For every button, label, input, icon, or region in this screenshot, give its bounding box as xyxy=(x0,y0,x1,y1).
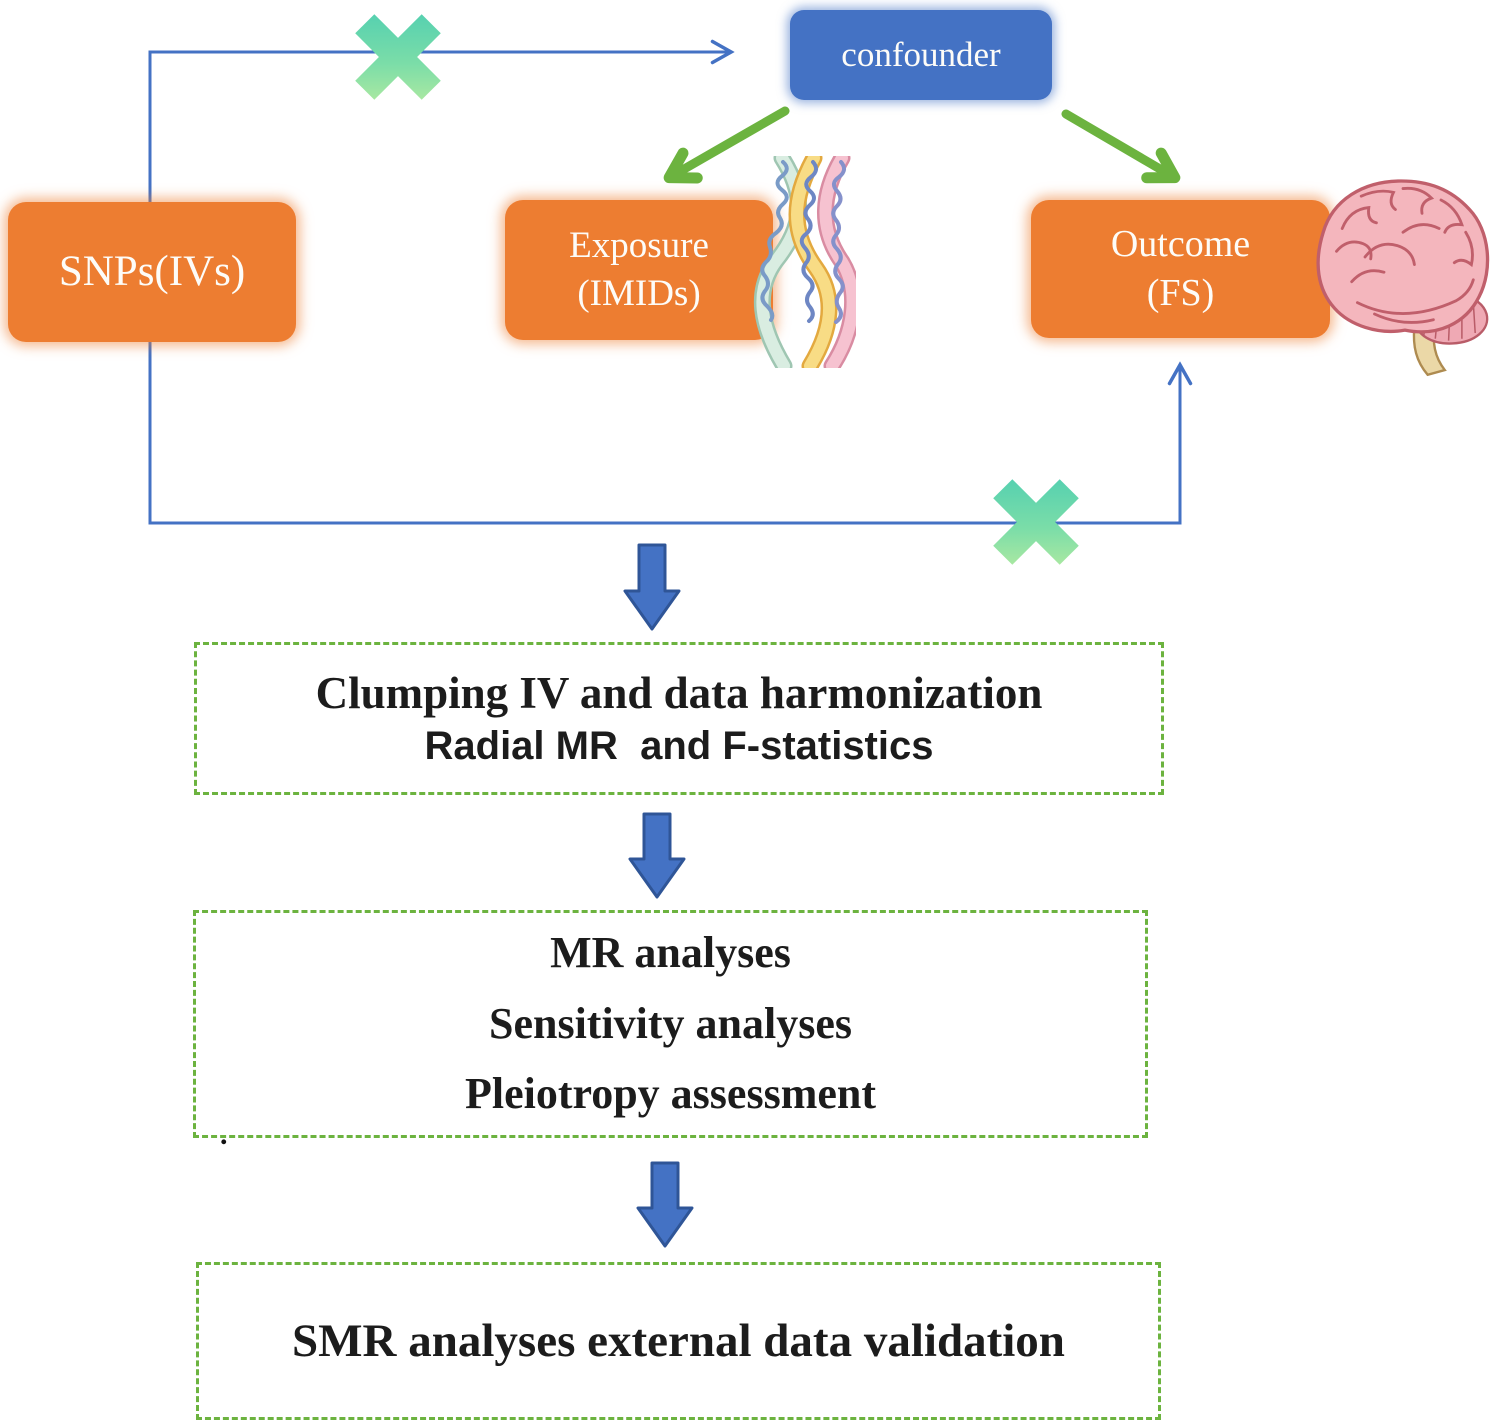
block-arrow-down-3-icon xyxy=(636,1161,694,1248)
block-arrow-down-2-icon xyxy=(628,812,686,899)
step-mr-analyses: MR analyses Sensitivity analyses Pleiotr… xyxy=(193,910,1148,1138)
step3-line1: SMR analyses external data validation xyxy=(292,1315,1065,1367)
step-clumping-harmonization: Clumping IV and data harmonization Radia… xyxy=(194,642,1164,795)
step1-line1: Clumping IV and data harmonization xyxy=(315,667,1043,718)
snps-confounder-arrow xyxy=(148,52,730,202)
blocked-cross-top-icon xyxy=(355,14,441,100)
step2-line3: Pleiotropy assessment xyxy=(464,1069,877,1119)
step2-line1: MR analyses xyxy=(550,928,791,978)
exposure-label-line2: (IMIDs) xyxy=(577,273,701,314)
outcome-label-line2: (FS) xyxy=(1146,272,1215,314)
outcome-node: Outcome (FS) xyxy=(1031,200,1330,338)
step2-line2: Sensitivity analyses xyxy=(488,998,853,1048)
snps-label: SNPs(IVs) xyxy=(58,248,246,296)
blocked-cross-bottom-icon xyxy=(993,479,1079,565)
confounder-label: confounder xyxy=(841,35,1001,75)
confounder-exposure-arrow xyxy=(663,106,790,184)
snps-outcome-arrow xyxy=(148,342,1180,525)
dna-helix-icon xyxy=(752,149,862,375)
snps-node: SNPs(IVs) xyxy=(8,202,296,342)
confounder-node: confounder xyxy=(790,10,1052,100)
step1-line2: Radial MR and F-statistics xyxy=(424,723,934,768)
exposure-node: Exposure (IMIDs) xyxy=(505,200,773,340)
stray-mark: . xyxy=(220,1118,228,1151)
exposure-label-line1: Exposure xyxy=(569,224,709,266)
block-arrow-down-1-icon xyxy=(623,543,681,631)
outcome-label-line1: Outcome xyxy=(1110,222,1251,265)
confounder-outcome-arrow xyxy=(1061,109,1181,184)
step-smr-validation: SMR analyses external data validation xyxy=(196,1262,1161,1420)
brain-icon xyxy=(1308,170,1498,382)
